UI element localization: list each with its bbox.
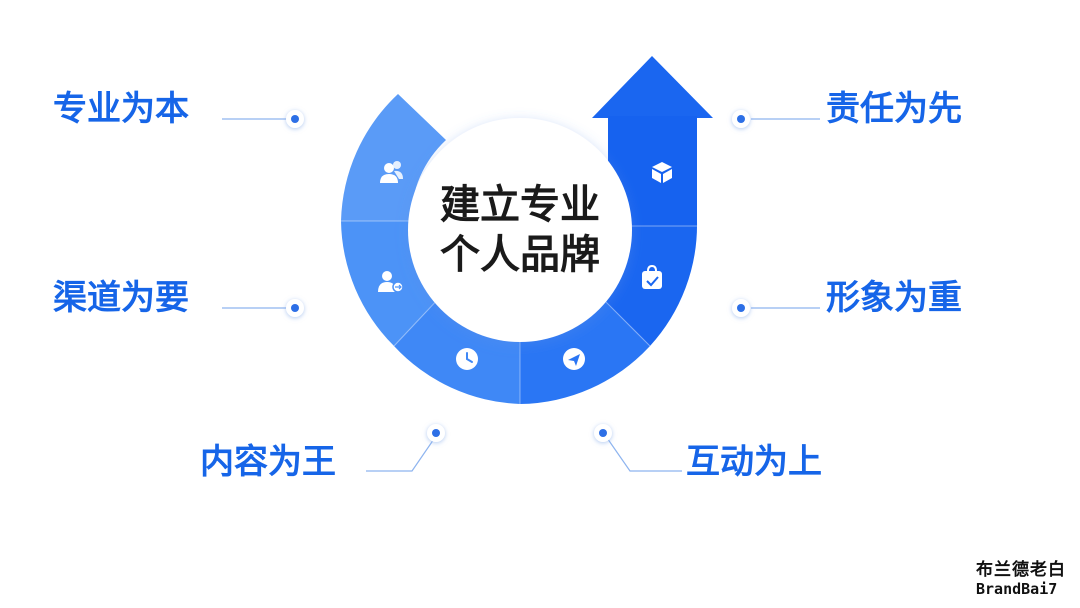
center-title-line1: 建立专业	[440, 182, 600, 228]
users-icon	[380, 161, 403, 183]
connectors	[222, 118, 820, 472]
label-professional-foundation: 专业为本	[53, 89, 189, 129]
user-transfer-icon	[378, 271, 404, 293]
center-title-line2: 个人品牌	[440, 232, 600, 278]
ring-segment-upper-left	[341, 94, 446, 221]
brand-logo-cn: 布兰德老白	[976, 560, 1066, 580]
label-responsibility-first: 责任为先	[826, 89, 962, 129]
bag-check-icon	[642, 264, 662, 289]
label-interaction-top: 互动为上	[686, 442, 822, 482]
segment-dividers	[341, 220, 697, 404]
brand-logo-en: BrandBai7	[976, 580, 1058, 598]
label-content-king: 内容为王	[200, 442, 336, 482]
connector-dots	[286, 110, 750, 442]
send-icon	[563, 348, 585, 370]
upward-arrow-head	[592, 56, 713, 118]
ring-segment-bottom-right	[520, 296, 650, 404]
label-channel-key: 渠道为要	[53, 278, 189, 318]
box-icon	[652, 162, 672, 183]
center-title: 建立专业 个人品牌	[420, 180, 620, 280]
ring-segment-bottom-left	[394, 296, 520, 404]
clock-icon	[456, 348, 478, 370]
label-image-important: 形象为重	[826, 278, 962, 318]
center-circle	[408, 118, 632, 342]
brand-logo: 布兰德老白 BrandBai7	[976, 560, 1066, 598]
